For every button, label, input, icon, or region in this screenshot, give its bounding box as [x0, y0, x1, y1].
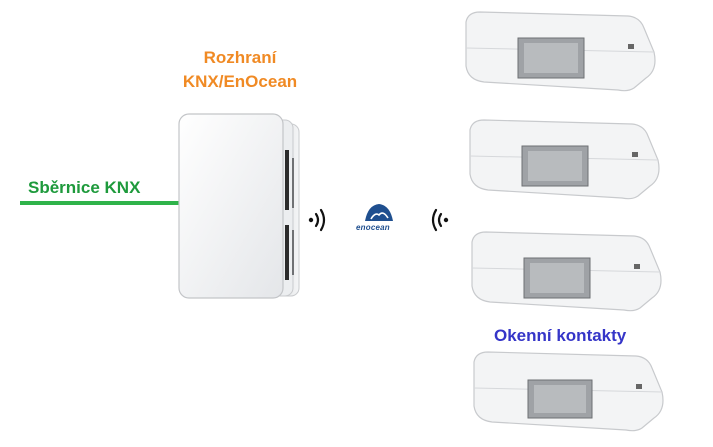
interface-title-line2: KNX/EnOcean — [182, 72, 298, 91]
wifi-signal-icon — [308, 208, 326, 232]
interface-device — [178, 113, 300, 299]
contacts-label: Okenní kontakty — [494, 326, 627, 345]
window-contact-sensor-2 — [469, 119, 660, 200]
enocean-logo — [365, 204, 393, 221]
wifi-signal-icon-sensors — [431, 208, 449, 232]
bus-label: Sběrnice KNX — [28, 178, 141, 197]
interface-title: Rozhraní KNX/EnOcean — [170, 46, 310, 94]
window-contact-sensor-4 — [473, 351, 664, 432]
knx-bus-line — [20, 201, 182, 205]
interface-title-line1: Rozhraní — [203, 48, 277, 67]
enocean-brand-text: enocean — [356, 223, 390, 232]
window-contact-sensor-1 — [465, 11, 656, 92]
window-contact-sensor-3 — [471, 231, 662, 312]
